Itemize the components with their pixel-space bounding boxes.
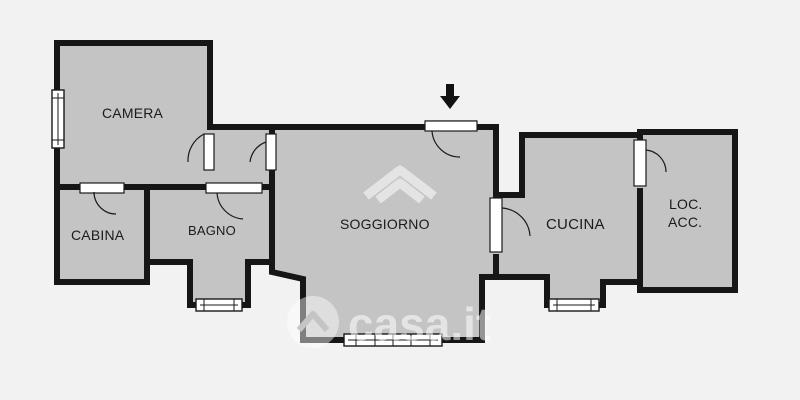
room-labels: CAMERA CABINA BAGNO SOGGIORNO CUCINA LOC… [71, 105, 702, 243]
label-loc-acc-line1: LOC. [669, 196, 702, 212]
casa-house-logo-icon [363, 165, 437, 204]
label-bagno: BAGNO [188, 223, 236, 238]
door-hall-soggiorno [249, 133, 279, 171]
window-bagno [195, 298, 243, 312]
loc-acc-wall [637, 129, 738, 293]
label-loc-acc-line2: ACC. [668, 214, 702, 230]
door-camera-hall [187, 133, 217, 171]
cabina-floor [57, 187, 147, 279]
label-camera: CAMERA [102, 105, 164, 121]
windows [51, 89, 600, 347]
window-cucina [548, 298, 600, 312]
door-entrance [424, 120, 478, 158]
label-soggiorno: SOGGIORNO [340, 216, 430, 232]
bagno-east-wall [269, 124, 499, 343]
casa-watermark: casa.it [287, 296, 491, 350]
camera-wall [54, 40, 213, 130]
loc-acc-floor [640, 132, 735, 290]
window-soggiorno [343, 333, 443, 347]
cucina-floor [496, 135, 640, 305]
door-soggiorno-cucina [489, 197, 531, 254]
label-cabina: CABINA [71, 227, 125, 243]
camera-floor [57, 43, 210, 187]
label-cucina: CUCINA [546, 216, 605, 233]
window-camera [51, 89, 65, 149]
doors [79, 120, 667, 254]
soggiorno-floor [272, 127, 496, 340]
door-loc-acc [633, 139, 667, 188]
door-bagno [205, 180, 263, 220]
door-cabina [79, 180, 125, 215]
down-arrow-icon [440, 84, 460, 109]
bagno-floor [147, 187, 272, 305]
casa-watermark-text: casa.it [348, 298, 491, 350]
